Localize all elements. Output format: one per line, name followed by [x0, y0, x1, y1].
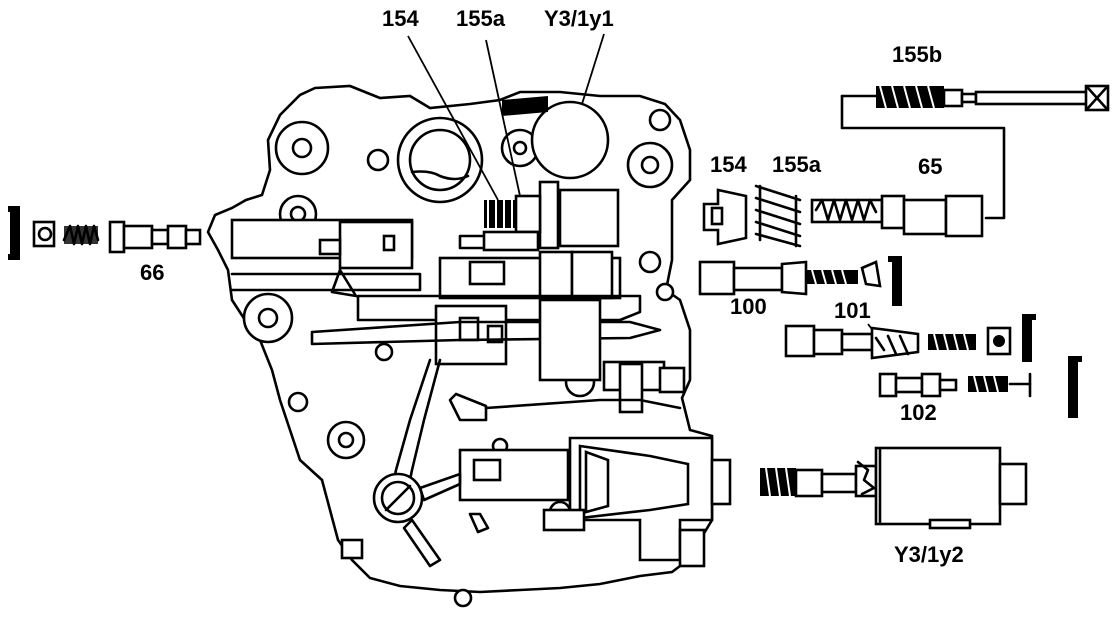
valve-assembly-154-155a-65 [702, 184, 984, 248]
label-155b: 155b [892, 42, 943, 67]
solenoid-y3-1y2 [760, 446, 1028, 530]
valve-assembly-155b [840, 84, 1110, 220]
label-65: 65 [918, 154, 943, 179]
label-154-right: 154 [710, 152, 747, 177]
valve-channels [230, 180, 686, 422]
label-102: 102 [900, 400, 937, 425]
valve-assembly-66 [8, 206, 202, 260]
label-y3-1y2: Y3/1y2 [894, 542, 964, 567]
solenoid-y3-1y1 [502, 96, 610, 180]
label-66: 66 [140, 260, 165, 285]
label-154-top: 154 [382, 6, 419, 31]
lower-valve-bore [340, 358, 732, 568]
label-155a-top: 155a [456, 6, 505, 31]
label-100: 100 [730, 294, 767, 319]
leader-lines [407, 33, 605, 201]
large-bore [396, 116, 484, 204]
valve-assembly-102 [878, 356, 1082, 418]
internal-valve-154-155a [482, 194, 542, 252]
label-101: 101 [834, 298, 871, 323]
label-y3-1y1: Y3/1y1 [544, 6, 614, 31]
valve-assembly-101 [784, 314, 1036, 362]
valve-assembly-100 [698, 256, 902, 306]
label-155a-right: 155a [772, 152, 821, 177]
